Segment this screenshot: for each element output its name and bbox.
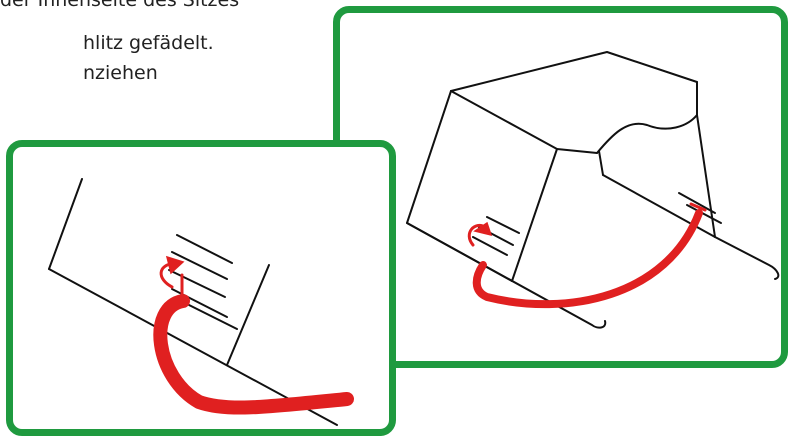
pull-arrow bbox=[159, 255, 185, 297]
seat-base-front-edge bbox=[406, 222, 607, 329]
slot-line-5 bbox=[188, 304, 238, 330]
seat-base-side-edge bbox=[714, 236, 780, 280]
slot-line-2 bbox=[171, 251, 228, 280]
slot-line-1 bbox=[176, 234, 233, 264]
slot-lines-right bbox=[678, 192, 722, 224]
slot-closeup-illustration bbox=[48, 178, 354, 426]
seat-cushion-illustration bbox=[406, 51, 780, 329]
strap bbox=[153, 294, 354, 415]
instruction-line-3: nziehen bbox=[83, 62, 158, 84]
instruction-line-1: der Innenseite des Sitzes bbox=[0, 0, 240, 11]
strap bbox=[467, 202, 707, 309]
seat-overview-panel bbox=[333, 6, 788, 368]
cushion-middle-edge bbox=[511, 148, 558, 282]
slot-lines-left bbox=[472, 216, 520, 256]
cushion-front-curve bbox=[596, 81, 698, 154]
slot-closeup-panel bbox=[6, 140, 396, 436]
cushion-right-face bbox=[696, 114, 716, 238]
cushion-top-back-edge bbox=[450, 51, 698, 92]
cushion-top-front-edge bbox=[450, 90, 598, 154]
instruction-line-2: hlitz gefädelt. bbox=[83, 32, 214, 54]
slot-line-3 bbox=[168, 269, 226, 298]
seat-back-edge bbox=[48, 178, 83, 270]
seat-front-edge bbox=[226, 264, 270, 366]
cushion-inner-crease bbox=[598, 150, 604, 176]
